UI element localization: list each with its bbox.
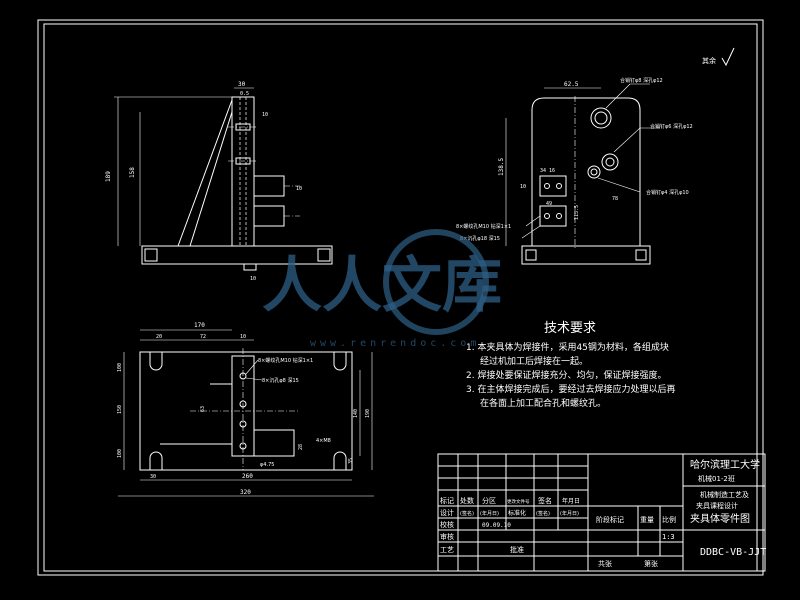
- tech-req-3b: 在各面上加工配合孔和螺纹孔。: [480, 397, 606, 409]
- tb-h-count: 处数: [460, 496, 474, 505]
- tech-req-1b: 经过机加工后焊接在一起。: [480, 355, 588, 367]
- tv-note-a: 8×螺纹孔M10 钻深1×1: [258, 357, 313, 364]
- top-view: 170 20 72 10 30 260 320 100 150 100 140 …: [117, 322, 374, 497]
- tb-h-docno: 更改文件号: [507, 498, 530, 505]
- tv-dim-100: 100: [117, 363, 123, 372]
- tech-req-3: 3. 在主体焊接完成后，要经过去焊接应力处理以后再: [466, 383, 675, 395]
- watermark-main: 人人文库: [262, 251, 502, 321]
- sv-note-5: 8×沉孔φ18 深15: [460, 235, 500, 242]
- fv-dim-height-inner: 158: [129, 167, 136, 178]
- inner-frame: [43, 23, 758, 572]
- sv-dim-height: 138.5: [498, 158, 505, 176]
- tv-note-b: 8×沉孔φ8 深15: [262, 377, 299, 384]
- tech-req-title: 技术要求: [544, 321, 596, 336]
- tb-r-sign: (签名): [460, 510, 474, 517]
- tv-dim-170: 170: [194, 322, 205, 329]
- front-view: 30 0.5 189 158 10 10 10: [105, 81, 333, 282]
- tv-dim-150: 150: [117, 405, 123, 414]
- tb-r-approve: 批准: [510, 545, 524, 554]
- tb-stage-mark: 阶段标记: [596, 515, 624, 524]
- sv-dim-49: 49: [546, 201, 552, 207]
- roughness-text: 其余: [702, 56, 716, 65]
- tv-dim-28: 28: [298, 444, 304, 450]
- tv-dim-10: 10: [240, 334, 246, 340]
- tech-req-1: 1. 本夹具体为焊接件，采用45钢为材料，各组成块: [466, 341, 669, 353]
- tb-h-sign: 签名: [538, 496, 552, 505]
- fv-dim-top-small: 0.5: [240, 91, 249, 97]
- outer-frame: [37, 19, 764, 576]
- tb-class: 机械01-2班: [698, 474, 735, 483]
- sv-dim-small: 10: [520, 184, 526, 190]
- tb-design-line1: 机械制造工艺及: [700, 490, 749, 499]
- side-view: 62.5 138.5 10 34 16 49 78 115.5 合销钉φ8 深孔…: [456, 77, 693, 265]
- sv-note-3: 合销钉φ4 深孔φ10: [646, 189, 689, 196]
- tb-ratio: 比例: [662, 515, 676, 524]
- fv-dim-top-width: 30: [238, 81, 246, 88]
- tv-dim-35: 35: [348, 458, 354, 464]
- sv-note-1: 合销钉φ8 深孔φ12: [620, 77, 663, 84]
- fv-dim-small-b: 10: [296, 186, 302, 192]
- title-block: 标记 处数 分区 更改文件号 签名 年月日 设计 (签名) (年月日) 标准化 …: [437, 453, 766, 572]
- tb-design-line2: 夹具课程设计: [696, 501, 738, 510]
- tb-r-review: 审核: [440, 532, 454, 541]
- tv-dim-320: 320: [240, 489, 251, 496]
- watermark-sub: www.renrendoc.com: [310, 338, 480, 349]
- fv-dim-small-a: 10: [262, 112, 268, 118]
- sv-note-4: 8×螺纹孔M10 钻深1×1: [456, 223, 511, 230]
- tv-dim-20: 20: [156, 334, 162, 340]
- sv-dim-78: 78: [612, 196, 618, 202]
- tv-dim-190: 190: [365, 409, 371, 418]
- tb-part-name: 夹具体零件图: [690, 512, 750, 525]
- tv-note-d: φ4.75: [260, 462, 274, 468]
- tv-dim-63: 63: [200, 406, 206, 412]
- tb-r-std: 标准化: [508, 509, 526, 517]
- sv-dim-top: 62.5: [564, 81, 579, 88]
- roughness-symbol: 其余: [702, 47, 735, 67]
- tb-r-std-date: (年月日): [560, 510, 579, 517]
- fv-dim-height-total: 189: [105, 171, 112, 182]
- tech-req-2: 2. 焊接处要保证焊接充分、均匀，保证焊接强度。: [466, 369, 666, 381]
- tb-date-value: 09.09.10: [482, 522, 511, 529]
- tv-dim-260: 260: [242, 473, 253, 480]
- tb-r-date: (年月日): [480, 510, 499, 517]
- tb-r-process: 工艺: [440, 546, 454, 554]
- sv-note-2: 合销钉φ6 深孔φ12: [650, 123, 693, 130]
- tb-h-date: 年月日: [562, 497, 580, 505]
- sv-dim-34-16: 34 16: [540, 168, 555, 174]
- tb-h-zone: 分区: [482, 496, 496, 505]
- tb-r-check: 校核: [440, 520, 454, 529]
- watermark: 人人文库 www.renrendoc.com: [262, 229, 502, 349]
- tb-sheets: 共张: [598, 559, 612, 568]
- tv-note-c: 4×M8: [316, 438, 331, 444]
- tb-h-marks: 标记: [440, 496, 454, 505]
- tv-dim-100b: 100: [117, 449, 123, 458]
- tb-scale: 1:3: [662, 533, 675, 541]
- tb-weight: 重量: [640, 516, 654, 524]
- tb-drawing-no: DDBC-VB-JJT: [700, 547, 766, 558]
- tv-dim-140: 140: [353, 409, 359, 418]
- tv-dim-30: 30: [150, 474, 156, 480]
- tb-r-design: 设计: [440, 508, 454, 517]
- tv-dim-72: 72: [200, 334, 206, 340]
- tb-university: 哈尔滨理工大学: [690, 458, 760, 471]
- fv-dim-bottom: 10: [250, 276, 256, 282]
- sv-dim-115: 115.5: [574, 205, 580, 220]
- tb-sheet-no: 第张: [644, 559, 658, 568]
- tech-requirements: 技术要求 1. 本夹具体为焊接件，采用45钢为材料，各组成块 经过机加工后焊接在…: [466, 321, 675, 409]
- tb-r-std-sign: (签名): [536, 510, 550, 517]
